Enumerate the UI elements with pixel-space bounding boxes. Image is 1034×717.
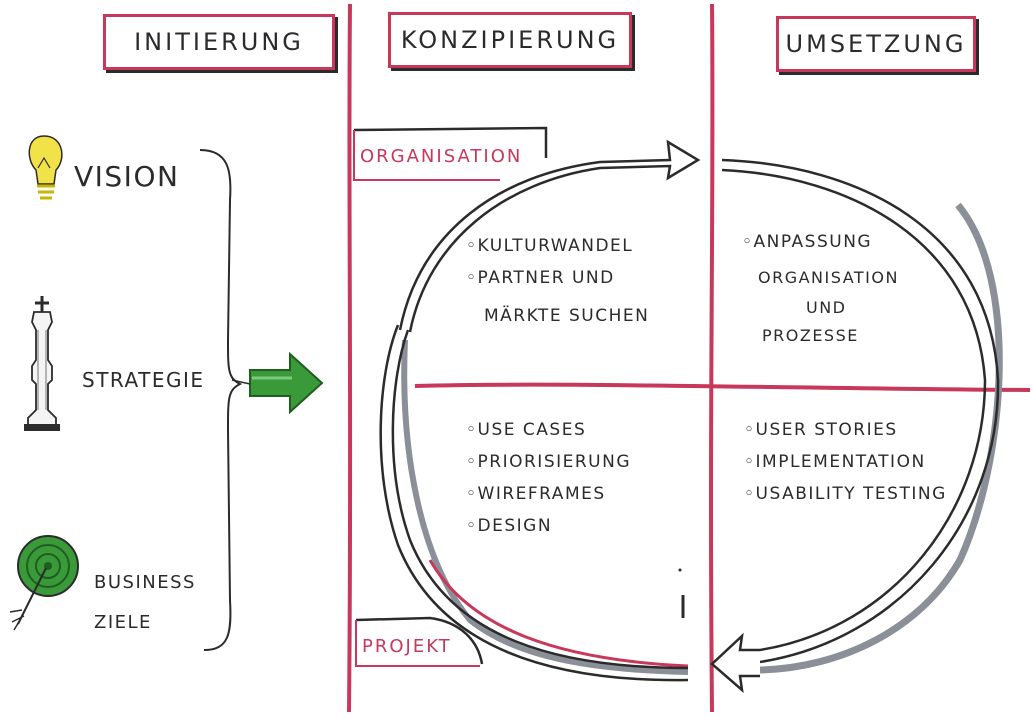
cycle-right-arc bbox=[721, 158, 1000, 664]
projekt-tag-frame bbox=[355, 616, 484, 665]
organisation-tag: ORGANISATION bbox=[360, 146, 523, 167]
quadrant-top-left: KULTURWANDEL PARTNER UND bbox=[466, 236, 633, 300]
cycle-left-arc-outer bbox=[379, 324, 689, 682]
projekt-tag: PROJEKT bbox=[362, 636, 452, 657]
separator-horizontal bbox=[414, 382, 1031, 392]
cycle-shadow bbox=[759, 202, 1003, 674]
cycle-red-accent bbox=[428, 559, 689, 668]
list-item: ANPASSUNG bbox=[742, 232, 872, 252]
quadrant-top-right: ANPASSUNG bbox=[742, 232, 872, 264]
list-item: USE CASES bbox=[466, 420, 631, 440]
ziele-label: ZIELE bbox=[94, 612, 152, 633]
phase-umsetzung-label: UMSETZUNG bbox=[785, 30, 967, 58]
list-item: PRIORISIERUNG bbox=[466, 452, 631, 472]
list-item: WIREFRAMES bbox=[466, 484, 631, 504]
phase-umsetzung: UMSETZUNG bbox=[776, 16, 976, 72]
list-item: USABILITY TESTING bbox=[744, 484, 947, 504]
curly-brace bbox=[199, 149, 243, 651]
organisation-tag-frame bbox=[353, 126, 548, 158]
separator-left bbox=[347, 3, 353, 713]
list-item: IMPLEMENTATION bbox=[744, 452, 947, 472]
quadrant-bottom-left: USE CASES PRIORISIERUNG WIREFRAMES DESIG… bbox=[466, 420, 631, 548]
list-item: DESIGN bbox=[466, 516, 631, 536]
green-arrow-icon bbox=[249, 351, 324, 415]
phase-konzipierung-label: KONZIPIERUNG bbox=[400, 26, 620, 54]
list-item: KULTURWANDEL bbox=[466, 236, 633, 256]
cycle-right-arc-inner bbox=[721, 168, 987, 652]
lightbulb-icon bbox=[28, 135, 63, 200]
list-item-continuation: MÄRKTE SUCHEN bbox=[484, 306, 650, 326]
cycle-left-arc bbox=[391, 329, 689, 670]
quadrant-bottom-right: USER STORIES IMPLEMENTATION USABILITY TE… bbox=[744, 420, 947, 516]
cycle-shadow-left bbox=[401, 339, 689, 675]
separator-right bbox=[709, 3, 715, 713]
business-label: BUSINESS bbox=[94, 572, 196, 593]
strategie-label: STRATEGIE bbox=[82, 368, 205, 392]
vision-label: VISION bbox=[74, 160, 180, 193]
phase-initiierung-label: INITIERUNG bbox=[134, 28, 304, 56]
projekt-tag-frame-red bbox=[355, 620, 480, 667]
organisation-tag-frame-red bbox=[353, 130, 500, 181]
list-item: PARTNER UND bbox=[466, 268, 633, 288]
target-icon bbox=[9, 535, 79, 631]
cycle-top-arrow bbox=[398, 139, 701, 333]
cycle-bottom-arrow bbox=[710, 632, 760, 694]
king-chess-icon bbox=[24, 296, 60, 431]
dot-mark bbox=[678, 568, 682, 572]
phase-initiierung: INITIERUNG bbox=[103, 14, 335, 70]
strategie-connector bbox=[231, 379, 251, 385]
list-item-continuation: PROZESSE bbox=[762, 326, 859, 345]
list-item-continuation: UND bbox=[806, 298, 847, 317]
list-item-continuation: ORGANISATION bbox=[758, 268, 899, 287]
list-item: USER STORIES bbox=[744, 420, 947, 440]
phase-konzipierung: KONZIPIERUNG bbox=[388, 12, 632, 68]
